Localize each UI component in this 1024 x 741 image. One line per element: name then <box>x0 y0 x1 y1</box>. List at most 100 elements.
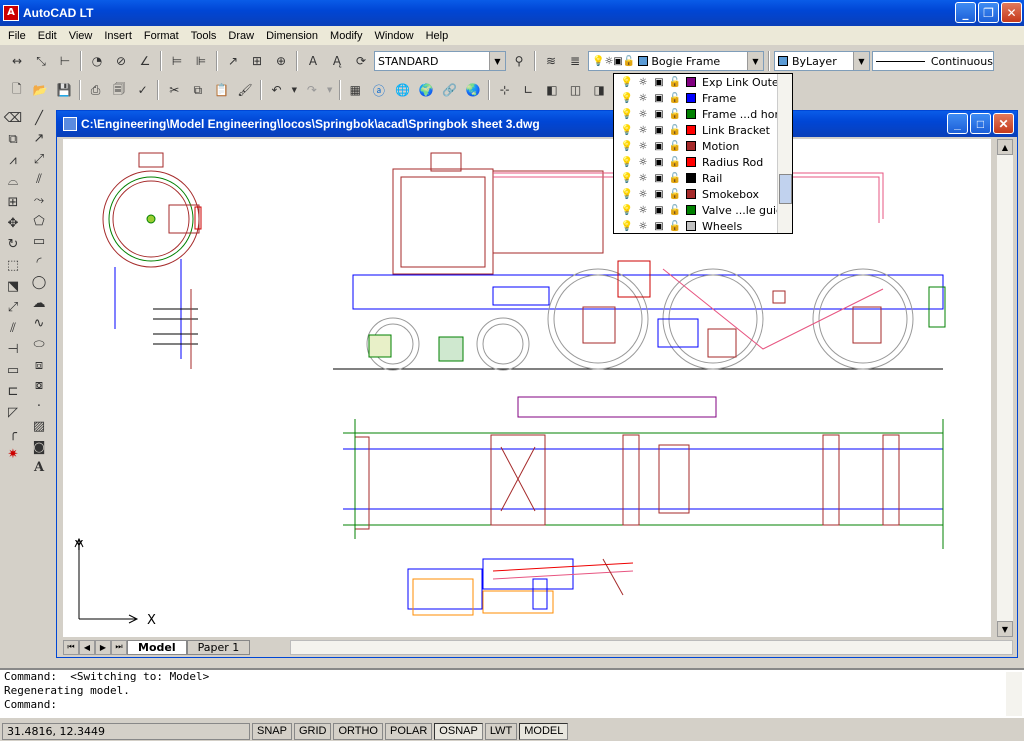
trim-icon[interactable]: ⫽ <box>10 321 16 336</box>
sun-icon[interactable]: ☼ <box>638 76 648 88</box>
layer-properties-icon[interactable]: ≋ <box>545 54 557 68</box>
unlock-icon[interactable]: 🔓 <box>668 156 682 168</box>
bulb-icon[interactable]: 💡 <box>620 220 634 232</box>
viewport-icon[interactable]: ▣ <box>654 76 664 88</box>
ordinate-dimension-icon[interactable]: ⊢ <box>59 54 71 68</box>
undo-icon[interactable]: ↶ <box>271 83 282 97</box>
chevron-down-icon[interactable]: ▼ <box>747 52 763 70</box>
chamfer-icon[interactable]: ◸ <box>8 405 18 420</box>
drawing-horizontal-scrollbar[interactable] <box>290 639 1013 655</box>
linetype-select[interactable]: Continuous <box>872 51 994 71</box>
center-mark-icon[interactable]: ⊕ <box>275 54 287 68</box>
menu-file[interactable]: File <box>8 29 26 42</box>
drawing-vertical-scrollbar[interactable]: ▲ ▼ <box>997 139 1013 637</box>
close-button[interactable]: ✕ <box>1001 2 1022 23</box>
menu-modify[interactable]: Modify <box>330 29 363 42</box>
chevron-down-icon[interactable]: ▼ <box>489 52 505 70</box>
sun-icon[interactable]: ☼ <box>638 92 648 104</box>
sun-icon[interactable]: ☼ <box>638 204 648 216</box>
menu-tools[interactable]: Tools <box>190 29 217 42</box>
bulb-icon[interactable]: 💡 <box>620 92 634 104</box>
ucs-icon[interactable]: ⊹ <box>499 83 510 97</box>
diameter-dimension-icon[interactable]: ⊘ <box>115 54 127 68</box>
bulb-icon[interactable]: 💡 <box>620 108 634 120</box>
command-scrollbar[interactable] <box>1006 672 1022 716</box>
sun-icon[interactable]: ☼ <box>638 220 648 232</box>
command-prompt[interactable]: Command: <box>4 698 57 711</box>
dimension-style-icon[interactable]: ⚲ <box>514 54 524 68</box>
layer-previous-icon[interactable]: ≣ <box>569 54 581 68</box>
grid-toggle[interactable]: GRID <box>293 722 332 740</box>
layer-select[interactable]: 💡 ☼ ▣ 🔓 Bogie Frame ▼ <box>588 51 764 71</box>
menu-help[interactable]: Help <box>425 29 449 42</box>
design-center-icon[interactable]: ▦ <box>349 83 362 97</box>
layer-row[interactable]: 💡 ☼ ▣ 🔓 Smokebox <box>614 186 792 202</box>
dimension-edit-icon[interactable]: A <box>308 54 318 68</box>
explode-icon[interactable]: ✷ <box>7 447 19 462</box>
polar-toggle[interactable]: POLAR <box>385 722 433 740</box>
viewport-icon[interactable]: ▣ <box>654 172 664 184</box>
bulb-icon[interactable]: 💡 <box>620 76 634 88</box>
viewport-icon[interactable]: ▣ <box>654 220 664 232</box>
paste-icon[interactable]: 📋 <box>213 83 229 97</box>
extend-icon[interactable]: ⊣ <box>7 342 19 357</box>
named-views-icon[interactable]: ◫ <box>569 83 582 97</box>
open-file-icon[interactable]: 📂 <box>32 83 48 97</box>
multiline-text-icon[interactable]: A <box>33 460 45 476</box>
chevron-down-icon[interactable]: ▼ <box>853 52 869 70</box>
viewport-icon[interactable]: ▣ <box>654 108 664 120</box>
bulb-icon[interactable]: 💡 <box>620 140 634 152</box>
layer-row[interactable]: 💡 ☼ ▣ 🔓 Wheels <box>614 218 792 234</box>
menu-view[interactable]: View <box>68 29 93 42</box>
aerial-view-icon[interactable]: ◨ <box>593 83 605 97</box>
mirror-icon[interactable]: ⩘ <box>9 153 17 168</box>
tab-paper-1[interactable]: Paper 1 <box>186 639 251 655</box>
tolerance-icon[interactable]: ⊞ <box>251 54 263 68</box>
model-toggle[interactable]: MODEL <box>519 722 569 740</box>
drawing-restore-button[interactable]: □ <box>970 113 991 134</box>
unlock-icon[interactable]: 🔓 <box>668 220 682 232</box>
scroll-down-icon[interactable]: ▼ <box>997 621 1013 637</box>
copy-icon[interactable]: ⧉ <box>193 82 203 97</box>
snap-toggle[interactable]: SNAP <box>252 722 292 740</box>
layer-row[interactable]: 💡 ☼ ▣ 🔓 Link Bracket <box>614 122 792 138</box>
publish-web-icon[interactable]: 🌍 <box>418 83 434 97</box>
viewport-icon[interactable]: ▣ <box>654 204 664 216</box>
color-select[interactable]: ByLayer ▼ <box>774 51 870 71</box>
hatch-icon[interactable]: ▨ <box>32 419 46 435</box>
erase-icon[interactable]: ⌫ <box>3 111 23 126</box>
viewport-icon[interactable]: ▣ <box>654 124 664 136</box>
radius-dimension-icon[interactable]: ◔ <box>91 54 103 68</box>
move-icon[interactable]: ✥ <box>7 216 19 231</box>
undo-dropdown-icon[interactable]: ▼ <box>291 86 297 94</box>
polygon-icon[interactable]: ⬠ <box>33 213 45 229</box>
dimension-style-select[interactable]: STANDARD ▼ <box>374 51 506 71</box>
layer-row[interactable]: 💡 ☼ ▣ 🔓 Frame <box>614 90 792 106</box>
sun-icon[interactable]: ☼ <box>638 172 648 184</box>
scroll-thumb[interactable] <box>779 174 792 204</box>
today-icon[interactable]: ⓐ <box>372 83 385 98</box>
tab-model[interactable]: Model <box>127 639 187 655</box>
unlock-icon[interactable]: 🔓 <box>668 204 682 216</box>
unlock-icon[interactable]: 🔓 <box>668 92 682 104</box>
multiline-icon[interactable]: ⫽ <box>36 172 42 188</box>
distance-icon[interactable]: ∟ <box>523 83 534 97</box>
unlock-icon[interactable]: 🔓 <box>668 76 682 88</box>
copy-object-icon[interactable]: ⧉ <box>8 132 18 147</box>
cut-icon[interactable]: ✂ <box>169 83 180 97</box>
insert-block-icon[interactable]: ⧈ <box>34 357 44 373</box>
line-icon[interactable]: ╱ <box>35 110 43 126</box>
menu-draw[interactable]: Draw <box>228 29 255 42</box>
sun-icon[interactable]: ☼ <box>638 140 648 152</box>
circle-icon[interactable]: ◯ <box>31 275 47 291</box>
layer-list-scrollbar[interactable] <box>777 74 792 233</box>
menu-dimension[interactable]: Dimension <box>266 29 319 42</box>
baseline-dimension-icon[interactable]: ⊨ <box>171 54 183 68</box>
layer-row[interactable]: 💡 ☼ ▣ 🔓 Rail <box>614 170 792 186</box>
offset-icon[interactable]: ⌓ <box>7 174 19 189</box>
break-icon[interactable]: ▭ <box>6 363 20 378</box>
rotate-icon[interactable]: ↻ <box>7 237 19 252</box>
arc-icon[interactable]: ◜ <box>36 254 42 270</box>
drawing-close-button[interactable]: ✕ <box>993 113 1014 134</box>
osnap-toggle[interactable]: OSNAP <box>434 722 483 740</box>
